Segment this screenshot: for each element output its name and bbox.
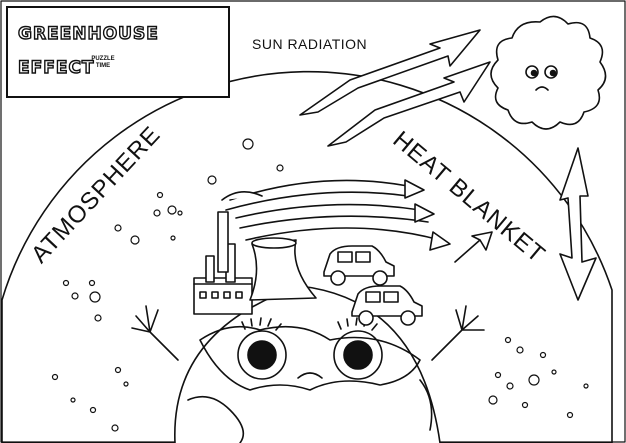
title-box: GREENHOUSE EFFECT <box>6 6 230 98</box>
cooling-tower-icon <box>249 237 317 301</box>
badge-line-2: TIME <box>95 63 111 69</box>
factory-icon <box>193 191 263 315</box>
car-icon-2 <box>351 285 423 326</box>
heat-waves <box>225 179 493 263</box>
earth-face-icon <box>131 285 485 443</box>
car-icon-1 <box>323 245 395 286</box>
puzzle-badge-label: PUZZLE TIME <box>90 56 116 70</box>
badge-line-1: PUZZLE <box>91 56 115 62</box>
title-line-2: EFFECT <box>17 57 95 78</box>
sun-face-icon <box>490 15 607 130</box>
atmosphere-particles <box>51 138 589 432</box>
sun-radiation-arrows <box>299 29 597 301</box>
title-line-1: GREENHOUSE <box>17 23 159 44</box>
sun-radiation-label: SUN RADIATION <box>252 36 368 52</box>
